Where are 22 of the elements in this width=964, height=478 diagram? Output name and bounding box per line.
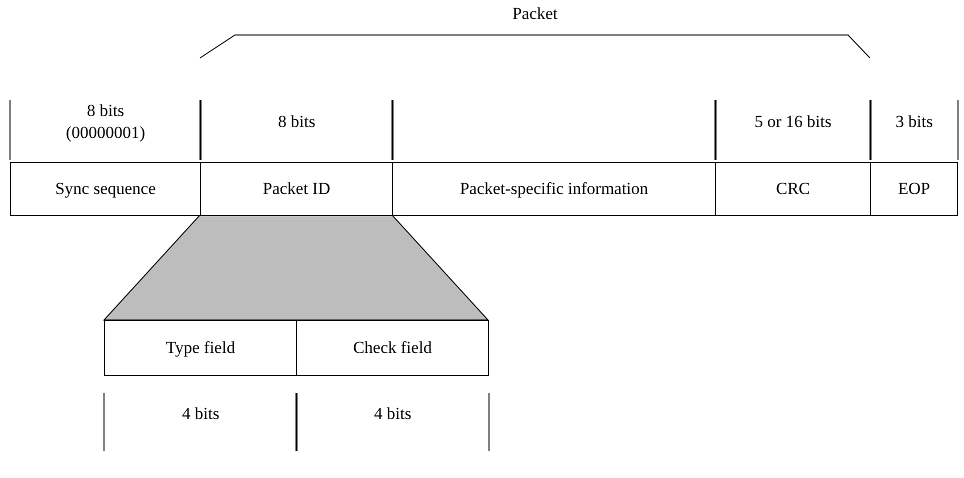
bit-width-label: 8 bits (00000001) <box>64 100 146 144</box>
zoom-band <box>102 214 490 320</box>
field-box <box>200 162 393 216</box>
bit-width-label: 4 bits <box>374 403 412 425</box>
bracket-label: Packet <box>511 3 559 25</box>
bit-width-label: 4 bits <box>182 403 220 425</box>
field-name: CRC <box>776 179 810 199</box>
field-box <box>296 320 489 376</box>
bit-width-label: 8 bits <box>278 111 316 133</box>
field-box <box>10 162 201 216</box>
field-name: Packet-specific information <box>460 179 648 199</box>
field-box <box>392 162 716 216</box>
bit-width-label: 5 or 16 bits <box>754 111 832 133</box>
field-name: Sync sequence <box>55 179 156 199</box>
field-name: EOP <box>898 179 930 199</box>
field-box <box>104 320 297 376</box>
field-name: Type field <box>166 338 236 358</box>
field-name: Check field <box>353 338 432 358</box>
field-box <box>715 162 871 216</box>
field-name: Packet ID <box>262 179 330 199</box>
field-box <box>870 162 958 216</box>
bit-width-label: 3 bits <box>896 111 933 133</box>
